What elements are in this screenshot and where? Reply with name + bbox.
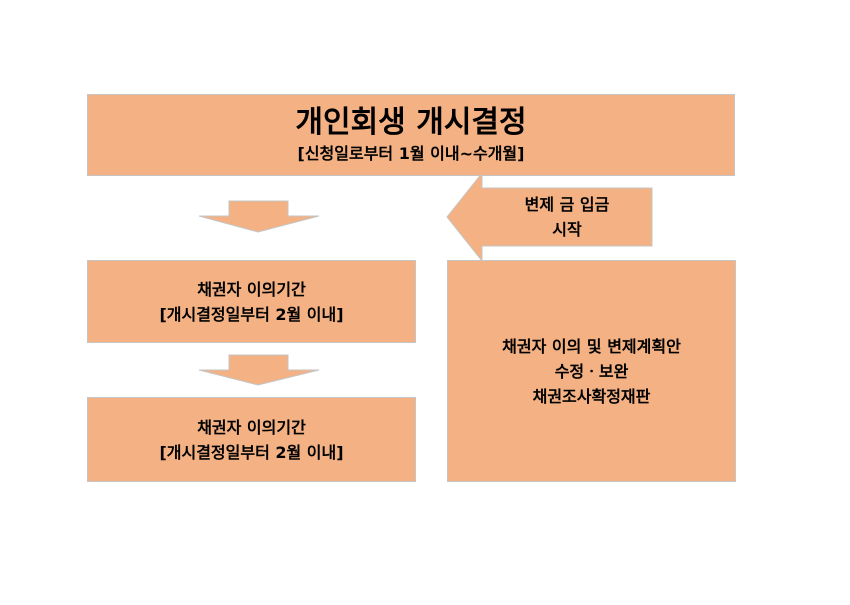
payment-start-line1: 변제 금 입금: [524, 195, 610, 214]
payment-start-line2: 시작: [552, 220, 582, 239]
objection-period-box-1: 채권자 이의기간 [개시결정일부터 2월 이내]: [87, 260, 416, 343]
objection-plan-line3: 채권조사확정재판: [532, 386, 651, 406]
objection-period-1-line2: [개시결정일부터 2월 이내]: [159, 304, 344, 324]
objection-period-1-line1: 채권자 이의기간: [197, 279, 306, 299]
opening-decision-subtitle: [신청일로부터 1월 이내~수개월]: [297, 144, 525, 163]
objection-plan-line1: 채권자 이의 및 변제계획안: [502, 336, 681, 356]
down-arrow-2: [198, 354, 320, 386]
objection-period-box-2: 채권자 이의기간 [개시결정일부터 2월 이내]: [87, 397, 416, 482]
objection-period-2-line1: 채권자 이의기간: [197, 417, 306, 437]
objection-and-plan-box: 채권자 이의 및 변제계획안 수정ㆍ보완 채권조사확정재판: [447, 260, 736, 482]
left-arrow-payment: [446, 171, 653, 263]
objection-period-2-line2: [개시결정일부터 2월 이내]: [159, 442, 344, 462]
opening-decision-box: 개인회생 개시결정 [신청일로부터 1월 이내~수개월]: [87, 94, 735, 176]
payment-start-label: 변제 금 입금 시작: [482, 188, 652, 246]
down-arrow-1: [198, 200, 320, 233]
objection-plan-line2: 수정ㆍ보완: [554, 361, 629, 381]
opening-decision-title: 개인회생 개시결정: [295, 105, 527, 140]
